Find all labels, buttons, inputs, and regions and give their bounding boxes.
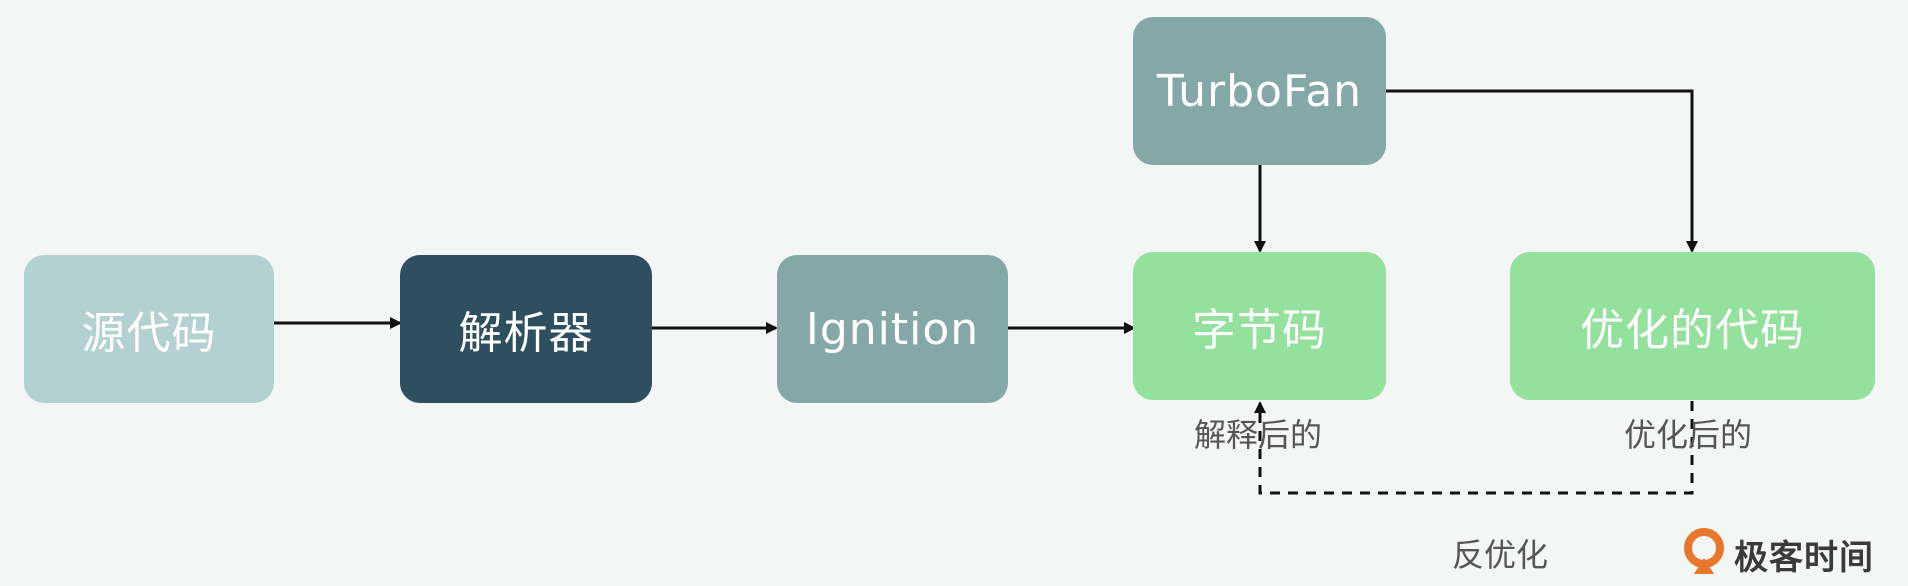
brand-watermark: 极客时间: [1682, 528, 1874, 580]
parser-label: 解析器: [458, 308, 594, 359]
optimized-code-node: 优化的代码: [1510, 252, 1875, 400]
arrow-turbofan-to-optimized-code: [1386, 89, 1698, 253]
geektime-logo-icon: [1682, 528, 1726, 580]
dashed-arrow-deoptimize: [1254, 401, 1694, 495]
ignition-label: Ignition: [805, 303, 980, 355]
turbofan-node: TurboFan: [1133, 17, 1386, 165]
ignition-node: Ignition: [777, 255, 1008, 403]
brand-name: 极客时间: [1734, 537, 1874, 578]
bytecode-label: 字节码: [1192, 305, 1327, 356]
source-code-node: 源代码: [24, 255, 274, 403]
source-code-label: 源代码: [81, 308, 217, 359]
turbofan-label: TurboFan: [1156, 65, 1363, 117]
deoptimize-caption: 反优化: [1452, 536, 1549, 574]
interpreted-caption: 解释后的: [1194, 416, 1323, 454]
optimized-caption: 优化后的: [1624, 416, 1753, 454]
parser-node: 解析器: [400, 255, 652, 403]
optimized-code-label: 优化的代码: [1580, 305, 1805, 356]
bytecode-node: 字节码: [1133, 252, 1386, 400]
